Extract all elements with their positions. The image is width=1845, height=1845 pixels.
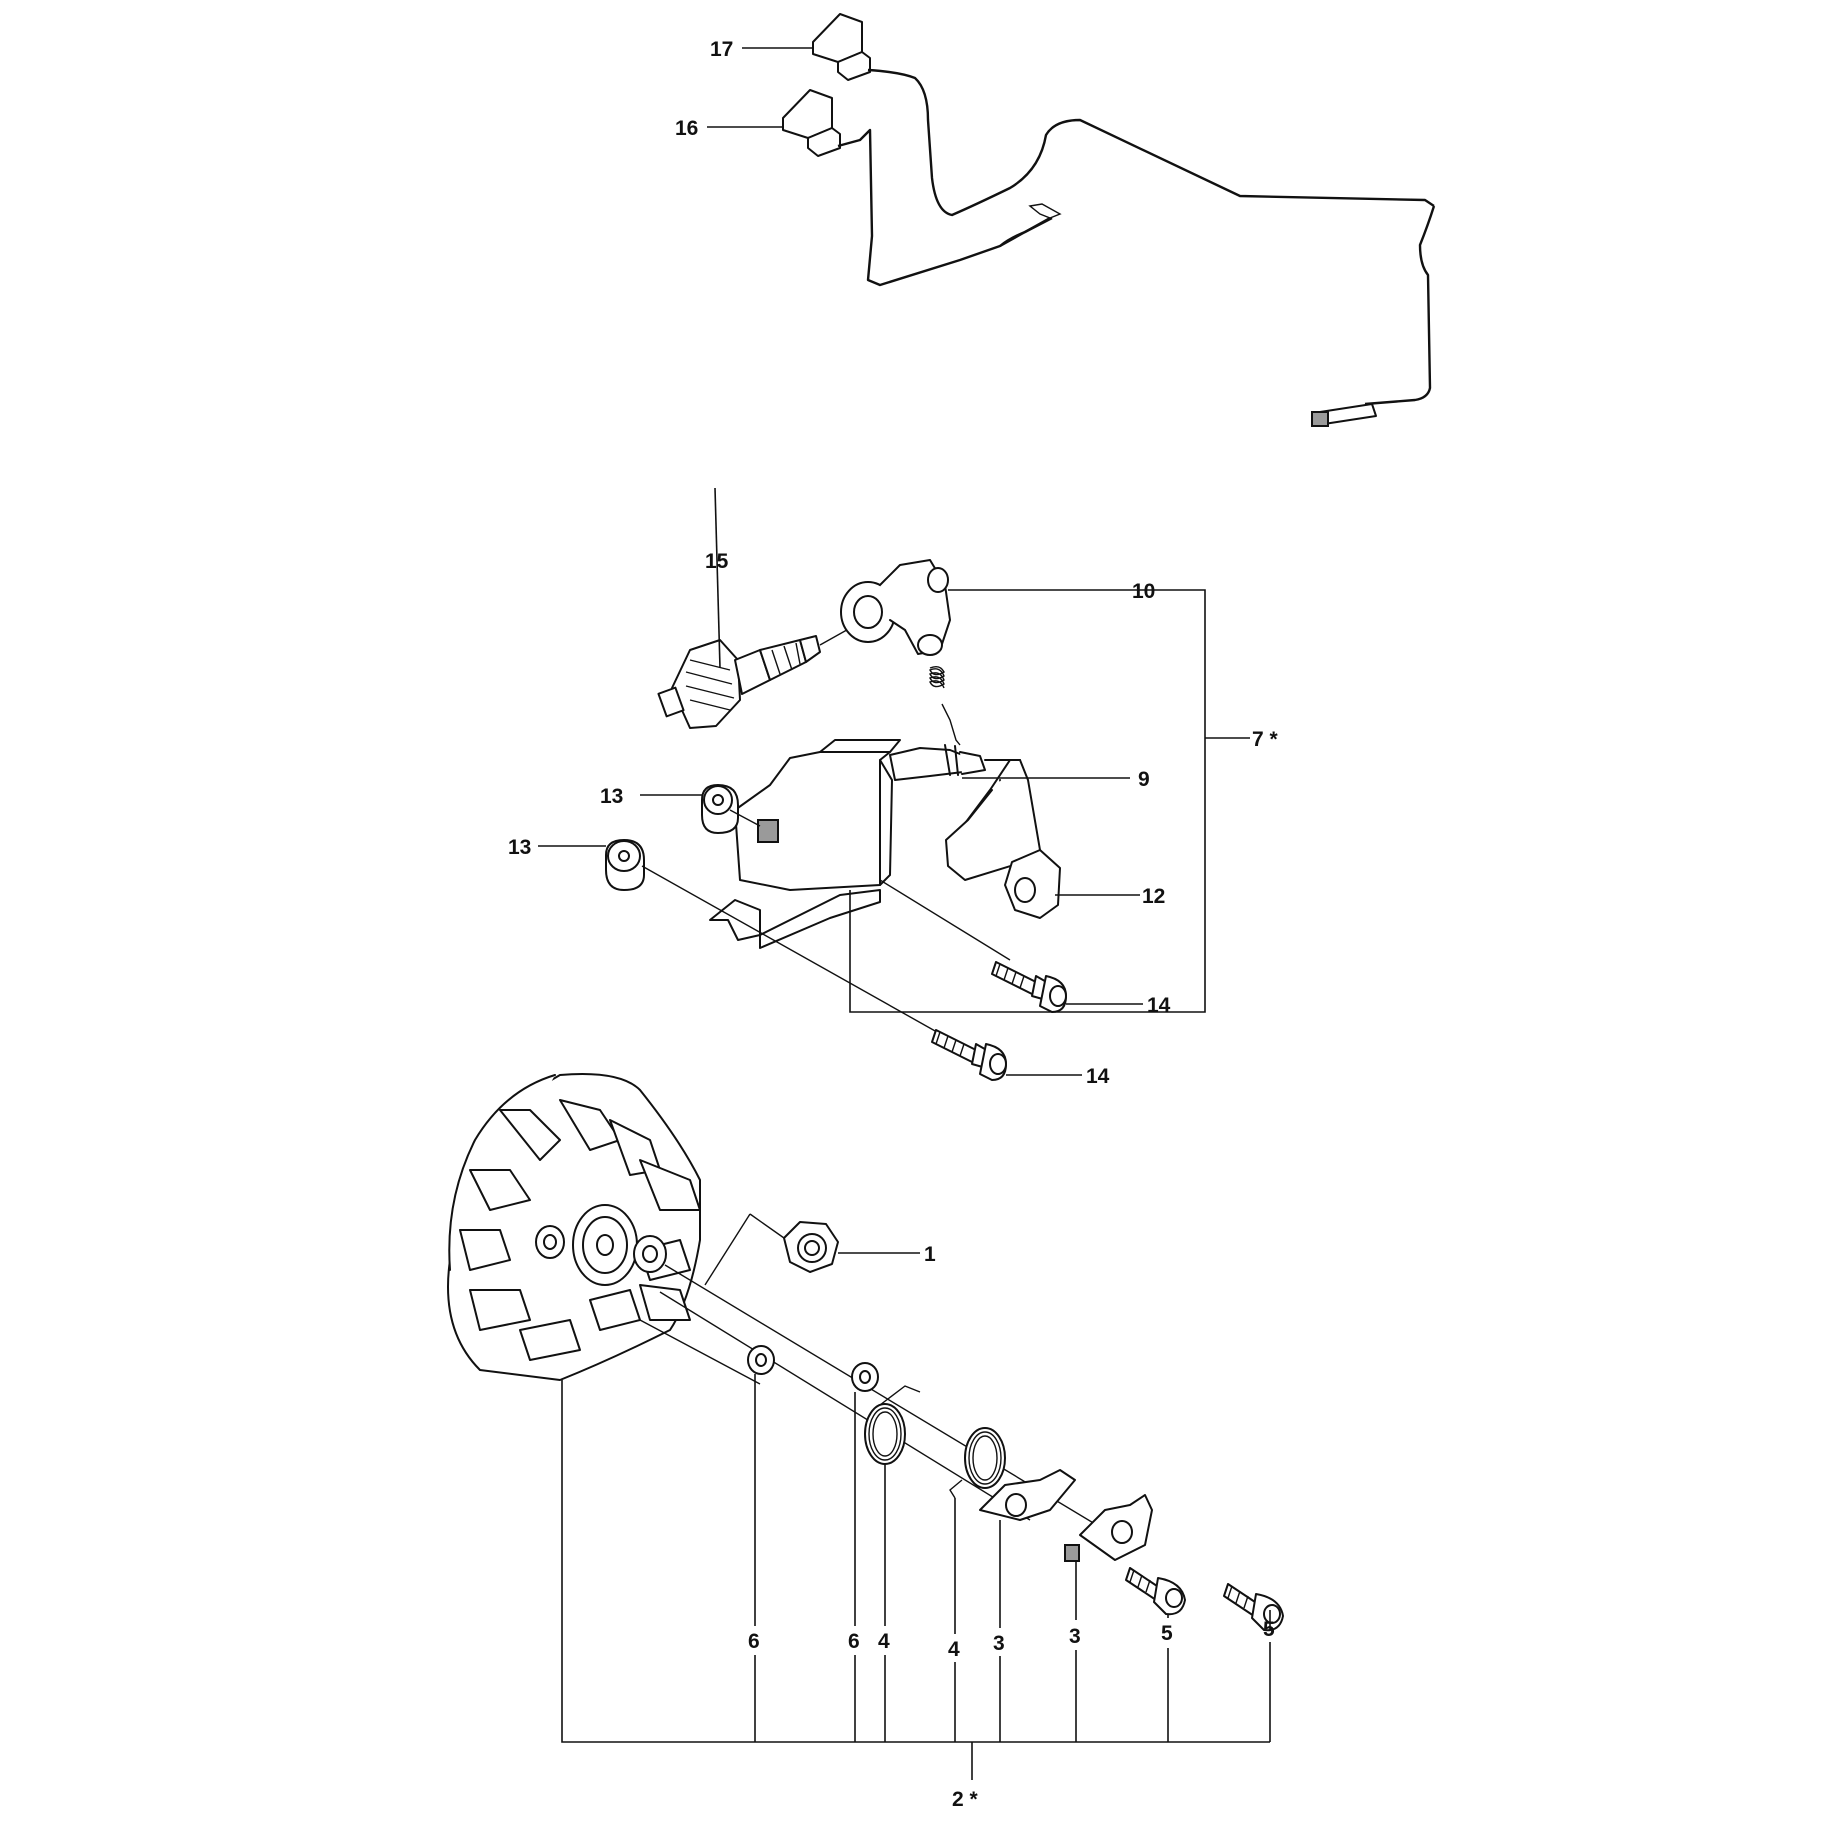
spark-plug-boot-10: [840, 559, 951, 656]
screw-5-b: [1223, 1583, 1284, 1632]
spacer-13-b: [605, 839, 645, 891]
callout-labels: 17 16 15 10 9 7 * 13 13 12 14 14 1 6 6 4…: [508, 38, 1279, 1811]
callout-13-a: 13: [600, 785, 623, 808]
wire-harness: [782, 13, 1436, 427]
callout-7: 7 *: [1252, 728, 1279, 751]
flywheel-group: [447, 1073, 1284, 1632]
callout-1: 1: [924, 1243, 936, 1266]
ignition-group: [605, 559, 1067, 1081]
bracket-12: [1004, 849, 1061, 919]
callout-5-a: 5: [1161, 1622, 1173, 1645]
washer-6-b: [851, 1362, 879, 1392]
spring-4-a: [864, 1385, 921, 1465]
callout-17: 17: [710, 38, 733, 61]
callout-2: 2 *: [952, 1788, 979, 1811]
spark-plug-15: [657, 635, 821, 729]
pawl-3-b: [1064, 1494, 1153, 1562]
wire-end-plug: [1311, 403, 1377, 427]
connector-17: [812, 13, 871, 81]
screw-14-a: [991, 961, 1067, 1013]
callout-13-b: 13: [508, 836, 531, 859]
callout-3-a: 3: [993, 1632, 1005, 1655]
callout-9: 9: [1138, 768, 1150, 791]
screw-14-b: [931, 1029, 1007, 1081]
callout-4-a: 4: [878, 1630, 890, 1653]
spring-9: [929, 665, 961, 746]
callout-5-b: 5: [1263, 1618, 1275, 1641]
callout-15: 15: [705, 550, 729, 573]
washer-6-a: [747, 1345, 775, 1375]
leader-lines: [538, 47, 1271, 1780]
callout-6-b: 6: [848, 1630, 860, 1653]
spacer-13-a: [701, 784, 739, 834]
callout-3-b: 3: [1069, 1625, 1081, 1648]
flywheel: [447, 1073, 701, 1381]
callout-6-a: 6: [748, 1630, 760, 1653]
pawl-3-a: [979, 1469, 1076, 1521]
callout-14-b: 14: [1086, 1065, 1110, 1088]
spring-4-b: [949, 1427, 1006, 1499]
screw-5-a: [1125, 1567, 1186, 1616]
flange-nut-1: [783, 1221, 839, 1273]
callout-14-a: 14: [1147, 994, 1171, 1017]
callout-16: 16: [675, 117, 698, 140]
callout-12: 12: [1142, 885, 1165, 908]
callout-10: 10: [1132, 580, 1155, 603]
callout-4-b: 4: [948, 1638, 960, 1661]
connector-16: [782, 89, 841, 157]
ignition-module: [709, 739, 1041, 949]
